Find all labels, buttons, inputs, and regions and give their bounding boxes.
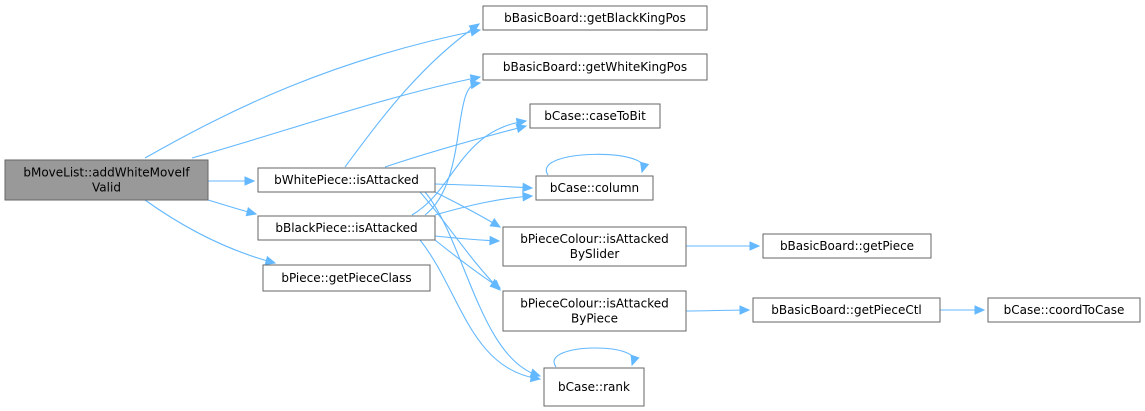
- edge-addWhiteMoveIfValid-to-whiteIsAttacked: [207, 176, 256, 186]
- node-rank[interactable]: bCase::rank: [543, 367, 645, 407]
- edge-whiteIsAttacked-to-getBlackKingPos: [344, 23, 481, 168]
- node-label: ByPiece: [571, 312, 618, 326]
- arrowhead: [245, 207, 258, 217]
- node-label: bCase::rank: [558, 380, 630, 394]
- edge-addWhiteMoveIfValid-to-getPieceClass: [144, 199, 277, 266]
- node-label: bBasicBoard::getBlackKingPos: [504, 11, 686, 25]
- node-label: bBlackPiece::isAttacked: [275, 221, 417, 235]
- node-label: bMoveList::addWhiteMoveIf: [23, 166, 190, 180]
- arrowhead: [489, 218, 502, 228]
- edge-layer: [144, 23, 986, 383]
- node-caseToBit[interactable]: bCase::caseToBit: [529, 103, 661, 129]
- edge-isAttackedByPiece-to-getPieceCtl: [685, 305, 751, 315]
- edge-blackIsAttacked-to-getWhiteKingPos: [424, 79, 482, 216]
- arrowhead: [244, 176, 256, 186]
- edge-column-to-column: [545, 153, 650, 176]
- node-getPieceCtl[interactable]: bBasicBoard::getPieceCtl: [752, 297, 941, 323]
- node-box: [502, 226, 687, 267]
- arrowhead: [630, 354, 640, 367]
- edge-whiteIsAttacked-to-rank: [424, 191, 542, 378]
- node-box: [762, 233, 932, 259]
- node-label: bCase::coordToCase: [1004, 303, 1125, 317]
- edge-blackIsAttacked-to-column: [434, 191, 534, 216]
- node-getPiece[interactable]: bBasicBoard::getPiece: [762, 233, 932, 259]
- node-label: bWhitePiece::isAttacked: [274, 173, 419, 187]
- node-box: [262, 264, 431, 292]
- node-box: [482, 5, 708, 31]
- edge-blackIsAttacked-to-isAttackedBySlider: [434, 235, 501, 246]
- node-blackIsAttacked[interactable]: bBlackPiece::isAttacked: [257, 215, 436, 241]
- arrowhead: [469, 79, 482, 90]
- node-getBlackKingPos[interactable]: bBasicBoard::getBlackKingPos: [482, 5, 708, 31]
- arrowhead: [515, 117, 528, 128]
- arrowhead: [522, 182, 534, 193]
- node-label: bCase::caseToBit: [544, 109, 646, 123]
- edge-addWhiteMoveIfValid-to-blackIsAttacked: [207, 199, 258, 217]
- node-box: [257, 167, 436, 193]
- node-getWhiteKingPos[interactable]: bBasicBoard::getWhiteKingPos: [482, 53, 708, 81]
- node-coordToCase[interactable]: bCase::coordToCase: [987, 297, 1141, 323]
- arrowhead: [468, 23, 481, 34]
- node-box: [482, 53, 708, 81]
- edge-rank-to-rank: [553, 347, 640, 368]
- node-box: [987, 297, 1141, 323]
- node-label: bPieceColour::isAttacked: [520, 232, 669, 246]
- arrowhead: [739, 305, 751, 315]
- node-column[interactable]: bCase::column: [535, 175, 654, 201]
- edge-addWhiteMoveIfValid-to-getWhiteKingPos: [191, 74, 482, 159]
- node-box: [502, 290, 687, 332]
- node-box: [535, 175, 654, 201]
- node-label: bBasicBoard::getPieceCtl: [771, 303, 922, 317]
- node-box: [543, 367, 645, 407]
- edge-whiteIsAttacked-to-caseToBit: [384, 123, 528, 168]
- arrowhead: [529, 372, 542, 383]
- edge-getPieceCtl-to-coordToCase: [940, 305, 986, 315]
- edge-blackIsAttacked-to-isAttackedByPiece: [434, 239, 502, 289]
- edge-whiteIsAttacked-to-column: [434, 182, 534, 193]
- arrowhead: [264, 255, 277, 266]
- arrowhead: [489, 235, 501, 246]
- node-box: [529, 103, 661, 129]
- node-label: bBasicBoard::getPiece: [780, 239, 914, 253]
- arrowhead: [749, 241, 761, 251]
- node-getPieceClass[interactable]: bPiece::getPieceClass: [262, 264, 431, 292]
- node-whiteIsAttacked[interactable]: bWhitePiece::isAttacked: [257, 167, 436, 193]
- arrowhead: [489, 278, 502, 289]
- node-box: [752, 297, 941, 323]
- node-label: bCase::column: [550, 181, 639, 195]
- edge-whiteIsAttacked-to-isAttackedByPiece: [419, 191, 501, 291]
- node-box: [257, 215, 436, 241]
- edge-blackIsAttacked-to-rank: [419, 239, 542, 383]
- node-label: bPiece::getPieceClass: [281, 271, 411, 285]
- arrowhead: [639, 161, 650, 174]
- node-label: bBasicBoard::getWhiteKingPos: [503, 60, 687, 74]
- edge-isAttackedBySlider-to-getPiece: [685, 241, 761, 251]
- node-label: BySlider: [570, 247, 620, 261]
- edge-addWhiteMoveIfValid-to-getBlackKingPos: [144, 27, 482, 159]
- arrowhead: [974, 305, 986, 315]
- node-box: [4, 159, 209, 201]
- node-label: bPieceColour::isAttacked: [520, 297, 669, 311]
- node-label: Valid: [92, 181, 121, 195]
- arrowhead: [522, 191, 534, 202]
- edge-blackIsAttacked-to-caseToBit: [411, 117, 528, 216]
- edge-whiteIsAttacked-to-isAttackedBySlider: [434, 191, 502, 228]
